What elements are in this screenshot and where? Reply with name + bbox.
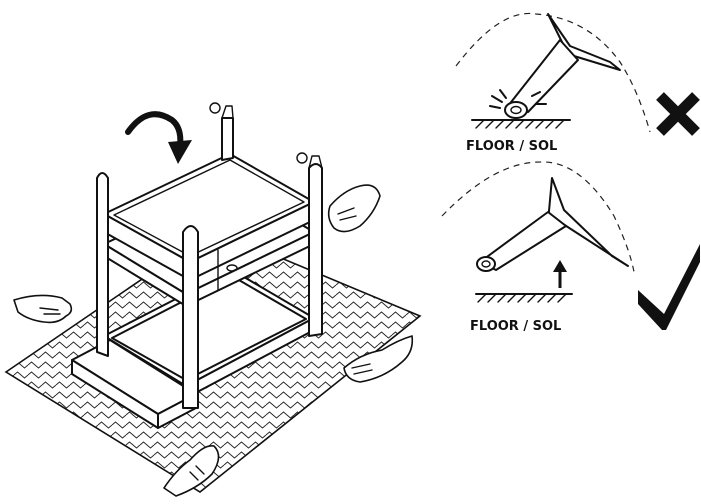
hand-icon [163,444,220,497]
cross-mark-icon [656,92,700,136]
leg-front-left [96,172,109,357]
panel-right: FLOOR / SOL [441,161,700,334]
impact-burst-icon [489,89,547,109]
leg-back-left [221,117,234,161]
floor-label: FLOOR / SOL [470,319,561,334]
leg-back-right [308,163,323,337]
floor-label: FLOOR / SOL [466,139,557,154]
rotate-arrow-icon [125,111,192,164]
up-arrow-icon [553,260,567,288]
panel-wrong: FLOOR / SOL [455,12,700,154]
table-upside-down [71,102,323,429]
check-mark-icon [638,244,700,330]
hand-icon [327,184,381,233]
hand-icon [343,335,414,383]
hand-icon [13,294,73,324]
leg-front-right [182,225,199,409]
